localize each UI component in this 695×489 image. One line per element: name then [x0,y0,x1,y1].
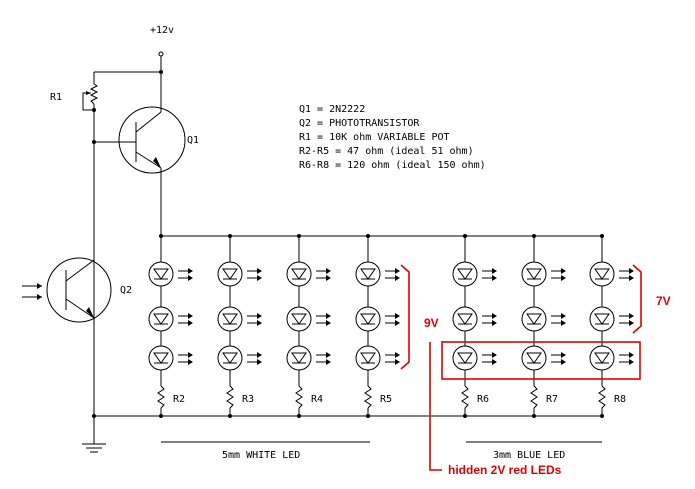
led-column: R6 [452,234,497,418]
note-line: R6-R8 = 120 ohm (ideal 150 ohm) [299,160,486,171]
led-column: R5 [355,234,400,418]
led-columns: R2 R3 R4 R5 R6 R7 R8 [148,234,634,418]
led-icon [452,261,497,287]
led-icon [286,345,331,371]
q2-phototransistor [22,240,112,323]
r1-potentiometer [82,83,99,420]
resistor-icon [157,385,165,409]
led-icon [148,261,193,287]
led-icon [589,345,634,371]
supply-label: +12v [150,25,174,36]
led-icon [148,345,193,371]
led-icon [286,261,331,287]
r1-label: R1 [50,92,62,103]
led-column: R2 [148,234,193,418]
resistor-icon [598,385,606,409]
led-icon [217,345,262,371]
resistor-icon [530,385,538,409]
note-line: Q1 = 2N2222 [299,104,365,115]
blue-voltage-label: 7V [656,294,671,308]
resistor-icon [364,385,372,409]
light-arrows-icon [22,283,42,300]
ground-symbol [82,416,106,453]
callout-leader [429,342,442,471]
resistor-label: R5 [380,394,392,405]
led-icon [355,306,400,332]
led-icon [589,306,634,332]
blue-group-label: 3mm BLUE LED [493,450,565,461]
led-icon [355,345,400,371]
led-column: R8 [589,234,634,418]
led-icon [521,306,566,332]
note-line: R2-R5 = 47 ohm (ideal 51 ohm) [299,146,474,157]
blue-voltage-bracket [632,264,642,334]
resistor-label: R6 [477,394,489,405]
led-icon [452,306,497,332]
led-icon [217,306,262,332]
led-icon [521,345,566,371]
led-column: R4 [286,234,331,418]
resistor-label: R4 [311,394,323,405]
note-line: Q2 = PHOTOTRANSISTOR [299,118,420,129]
led-icon [217,261,262,287]
white-voltage-bracket [400,264,410,370]
led-column: R7 [521,234,566,418]
q1-transistor [94,100,186,236]
q2-label: Q2 [120,285,132,296]
led-column: R3 [217,234,262,418]
q1-label: Q1 [187,135,199,146]
white-voltage-label: 9V [424,316,439,330]
notes-block: Q1 = 2N2222 Q2 = PHOTOTRANSISTOR R1 = 10… [299,104,486,171]
resistor-label: R7 [546,394,558,405]
led-icon [452,345,497,371]
led-icon [589,261,634,287]
top-wiring [93,56,162,100]
led-icon [148,306,193,332]
callout-label: hidden 2V red LEDs [448,463,562,477]
resistor-icon [226,385,234,409]
resistor-label: R2 [173,394,185,405]
supply-node [158,51,164,57]
led-icon [521,261,566,287]
hidden-led-highlight [441,341,641,380]
resistor-icon [461,385,469,409]
junction-dot [92,108,96,112]
resistor-label: R3 [242,394,254,405]
led-icon [286,306,331,332]
resistor-icon [295,385,303,409]
white-group-label: 5mm WHITE LED [222,450,300,461]
note-line: R1 = 10K ohm VARIABLE POT [299,132,450,143]
resistor-label: R8 [614,394,626,405]
led-icon [355,261,400,287]
